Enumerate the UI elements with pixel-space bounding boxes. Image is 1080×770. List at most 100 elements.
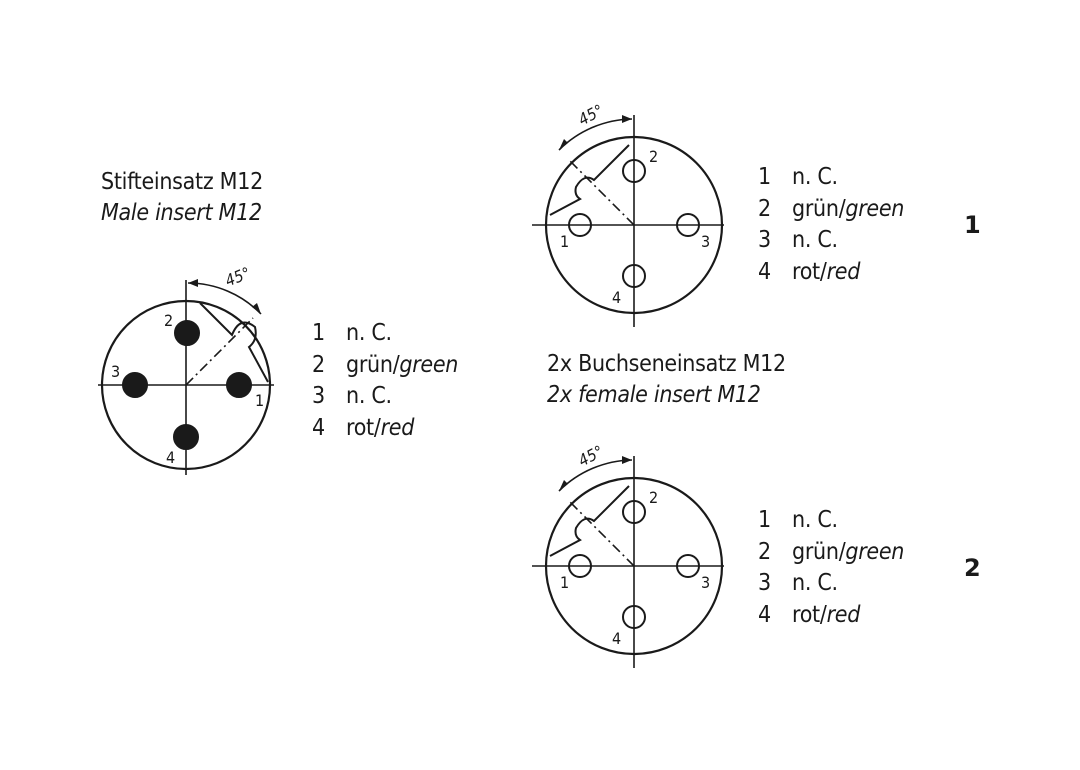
pin-assignment-de: rot <box>792 258 820 285</box>
male-coding-key <box>199 302 269 383</box>
male-pin-1 <box>226 372 252 398</box>
female-pin-2 <box>622 159 646 183</box>
pin-assignment-en: green <box>845 195 905 222</box>
pin-number: 4 <box>312 414 325 441</box>
pin-assignment-separator: / <box>838 538 846 565</box>
female-angle-arrow-start <box>622 115 632 123</box>
pin-assignment-de: n. C. <box>346 320 392 346</box>
variant-label-2: 2 <box>964 554 981 582</box>
pin-assignment-de: grün <box>792 195 839 222</box>
pin-row: 3 n. C. <box>758 225 904 257</box>
pin-assignment-de: n. C. <box>792 507 838 533</box>
pin-assignment-de: grün <box>346 351 393 378</box>
female-pin-4 <box>622 264 646 288</box>
male-pin-label-1: 1 <box>255 391 264 410</box>
pin-number: 3 <box>758 570 771 596</box>
male-angle-label: 45° <box>222 263 253 290</box>
female-pin-label-2: 2 <box>649 147 658 166</box>
female-pin-label-4: 4 <box>612 629 621 648</box>
pin-row: 3 n. C. <box>758 568 904 600</box>
pin-assignment-en: green <box>845 538 905 565</box>
female-title-block: 2x Buchseneinsatz M12 2x female insert M… <box>547 349 786 411</box>
pin-row: 4 rot/red <box>312 413 458 445</box>
female-pin-label-4: 4 <box>612 288 621 307</box>
pin-number: 4 <box>758 601 771 628</box>
male-pin-label-3: 3 <box>111 362 120 381</box>
female-pin-1 <box>568 213 592 237</box>
male-angle-arrow-end <box>252 303 261 314</box>
male-angle-line <box>185 317 254 386</box>
pin-assignment-de: rot <box>792 601 820 628</box>
pin-row: 1 n. C. <box>758 162 904 194</box>
male-pin-label-4: 4 <box>166 448 175 467</box>
pin-assignment-separator: / <box>819 601 827 628</box>
female-pin-2 <box>622 500 646 524</box>
male-pin-2 <box>174 320 200 346</box>
female-pin-3 <box>676 213 700 237</box>
pin-assignment-de: n. C. <box>792 227 838 253</box>
female-pin-label-2: 2 <box>649 488 658 507</box>
pin-row: 4 rot/red <box>758 257 904 289</box>
female-coding-key <box>549 144 630 216</box>
pin-assignment-en: green <box>399 351 459 378</box>
female-pin-label-1: 1 <box>560 573 569 592</box>
pin-number: 2 <box>758 538 771 565</box>
female-angle-arrow-end <box>559 480 568 491</box>
female-connector-face-1: 45° 2 3 1 4 <box>532 100 724 327</box>
pin-row: 4 rot/red <box>758 600 904 632</box>
pin-number: 1 <box>758 164 771 190</box>
female-title: 2x Buchseneinsatz M12 <box>547 351 786 377</box>
male-title-block: Stifteinsatz M12 Male insert M12 <box>101 167 263 229</box>
female-subtitle: 2x female insert M12 <box>547 382 761 408</box>
pin-number: 3 <box>758 227 771 253</box>
male-pin-4 <box>173 424 199 450</box>
male-pin-label-2: 2 <box>164 311 173 330</box>
female-pin-label-3: 3 <box>701 232 710 251</box>
variant-label-1: 1 <box>964 211 981 239</box>
female-angle-label: 45° <box>575 441 606 470</box>
pin-number: 3 <box>312 383 325 409</box>
female-pin-1 <box>568 554 592 578</box>
pin-row: 1 n. C. <box>312 318 458 350</box>
male-title: Stifteinsatz M12 <box>101 169 263 195</box>
female-pin-label-1: 1 <box>560 232 569 251</box>
pin-assignment-separator: / <box>819 258 827 285</box>
male-connector-face: 45° 2 1 3 4 <box>98 263 274 475</box>
pin-assignment-de: n. C. <box>792 164 838 190</box>
pin-number: 1 <box>312 320 325 346</box>
female-angle-arrow-start <box>622 456 632 464</box>
pin-assignment-de: n. C. <box>792 570 838 596</box>
female-angle-arrow-end <box>559 139 568 150</box>
female-angle-label: 45° <box>575 100 606 129</box>
pin-assignment-separator: / <box>838 195 846 222</box>
male-angle-arrow-start <box>188 279 198 287</box>
female-pin-4 <box>622 605 646 629</box>
pin-number: 4 <box>758 258 771 285</box>
pin-assignment-de: rot <box>346 414 374 441</box>
pin-number: 2 <box>312 351 325 378</box>
pin-row: 2 grün/green <box>312 350 458 382</box>
pin-assignment-en: red <box>826 258 861 285</box>
female-pin-3 <box>676 554 700 578</box>
pin-row: 2 grün/green <box>758 537 904 569</box>
pin-assignment-separator: / <box>392 351 400 378</box>
pin-row: 3 n. C. <box>312 381 458 413</box>
male-subtitle: Male insert M12 <box>101 200 262 226</box>
female-coding-key <box>549 485 630 557</box>
female-angle-line <box>567 158 635 226</box>
pin-assignment-separator: / <box>373 414 381 441</box>
pin-assignment-en: red <box>380 414 415 441</box>
pin-assignment-de: grün <box>792 538 839 565</box>
pin-assignment-en: red <box>826 601 861 628</box>
female-angle-line <box>567 499 635 567</box>
female-pin-label-3: 3 <box>701 573 710 592</box>
female-connector-face-2: 45° 2 3 1 4 <box>532 441 724 668</box>
pin-assignment-de: n. C. <box>346 383 392 409</box>
